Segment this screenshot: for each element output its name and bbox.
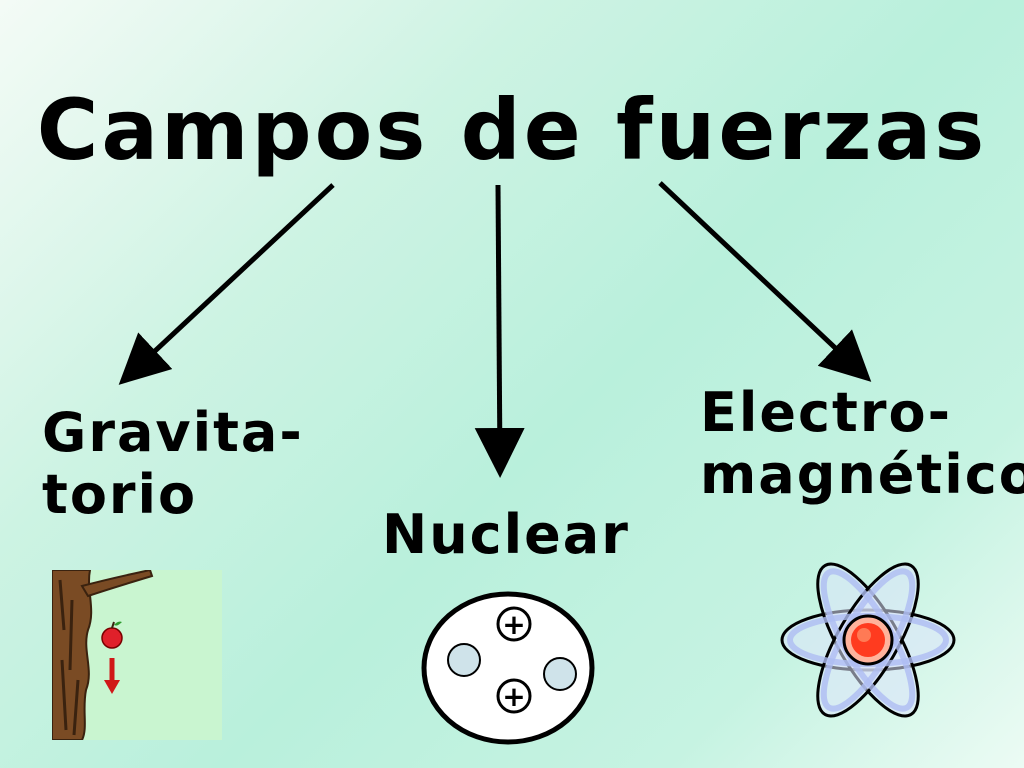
neutron-left-icon [447,643,481,677]
label-electromagnetic-line2: magnético [700,443,1024,506]
apple-icon [101,621,123,649]
atom-illustration [780,562,956,718]
label-nuclear: Nuclear [382,503,630,566]
diagram-title: Campos de fuerzas [36,81,988,179]
atom-core-icon [842,614,894,666]
svg-text:+: + [502,680,525,713]
proton-top-icon: + [496,606,532,642]
nucleus-illustration: + + [421,591,595,745]
neutron-right-icon [543,657,577,691]
arrow-to-electromagnetic [658,181,872,382]
label-gravitational: Gravita- torio [42,402,304,526]
falling-arrow-icon [104,658,120,694]
proton-bottom-icon: + [496,678,532,714]
tree-apple-illustration [52,570,222,740]
label-gravitational-line2: torio [42,463,198,526]
arrow-to-nuclear [474,184,525,478]
label-electromagnetic: Electro- magnético [700,382,1024,506]
label-gravitational-line1: Gravita- [42,401,304,464]
arrow-to-gravitational [118,183,335,385]
label-electromagnetic-line1: Electro- [700,381,952,444]
svg-text:+: + [502,608,525,641]
